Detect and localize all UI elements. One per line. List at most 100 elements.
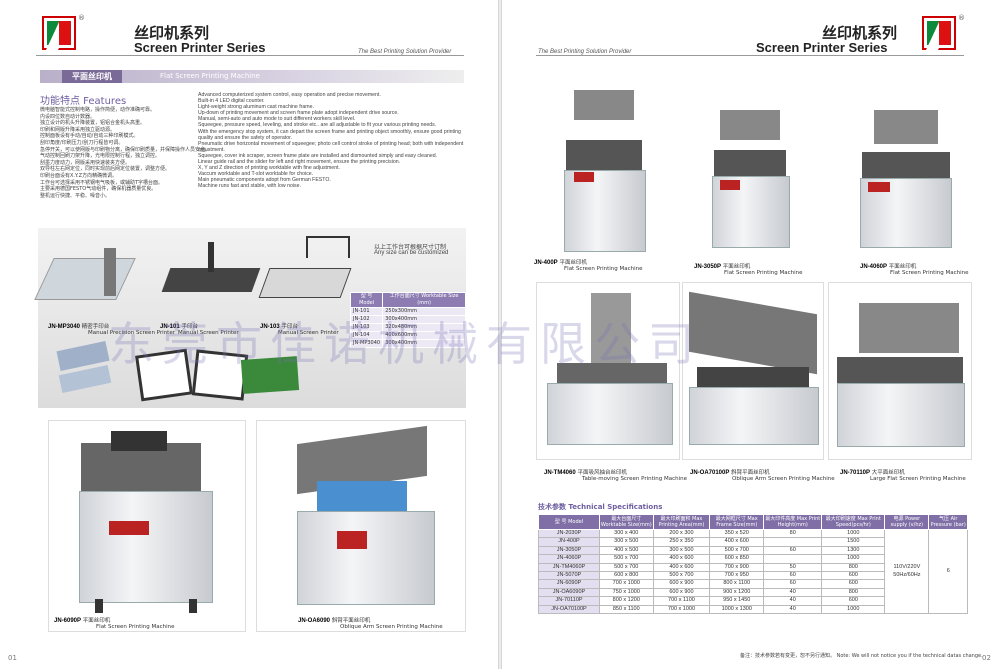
machine-photo-4060p [850,100,962,250]
feature-en-item: With the emergency stop system, it can d… [198,128,461,141]
section-bar: 平面丝印机 Flat Screen Printing Machine [40,70,464,83]
brand-title-en-right: Screen Printer Series [756,40,888,55]
header-rule-left [36,55,464,56]
machine-photo-70110p [828,282,972,460]
feature-cn-item: 印刷台面设有X.Y.Z方向精确微调。 [40,172,118,179]
feature-en-item: Squeegee, cover ink scraper, screen fram… [198,152,438,159]
registered-mark-left: ® [78,14,85,22]
spec-header: 最大印件高度 Max Print Height(mm) [763,514,823,530]
feature-en-item: Advanced computerized system control, ea… [198,92,381,98]
machine-photo-3050p [700,100,800,250]
feature-en-item: Light-weight strong aluminum cast machin… [198,104,314,111]
spec-header: 型 号 Model [538,514,600,530]
feature-en-item: Linear guide rail and the slider for lef… [198,159,401,166]
header-rule-right [536,55,964,56]
spec-header: 最大网框尺寸 Max Frame Size(mm) [709,514,765,530]
feature-cn-item: 主要采用德国FESTO气动组件，确保机器质量优良。 [40,186,157,193]
custom-size-note-cn: 以上工作台可根据尺寸订制 [374,244,447,251]
manual-printer-arm [208,242,214,272]
custom-size-note-en: Any size can be customized [374,250,449,256]
features-title: 功能特点 Features [40,96,127,107]
company-watermark: 东莞市佳诺机械有限公司 [108,317,702,371]
feature-en-item: Pneumatic drive horizontal movement of s… [198,140,464,153]
registered-mark-right: ® [958,14,965,22]
feature-en-item: Vaccum worktable and T-slot worktable fo… [198,171,314,178]
spec-header: 电源 Power supply (v/hz) [884,514,930,530]
brand-title-cn-right: 丝印机系列 [822,24,898,42]
feature-cn-item: 工作台可选择采用不锈钢电气吸板，或辅助T字槽台面。 [40,179,164,186]
manual-printer-image [34,258,136,300]
features-en-list: Advanced computerized system control, ea… [198,92,468,190]
table-header: 型 号 Model [349,292,384,308]
feature-cn-item: 整机运行快捷、平稳、噪音小。 [40,192,111,199]
company-logo-right [922,16,956,50]
section-label-en: Flat Screen Printing Machine [160,72,260,80]
feature-cn-item: 印刷和网版升降采用独立驱动源。 [40,126,116,133]
page-number-right: 02 [982,654,991,662]
manual-printer-image [258,268,352,298]
section-label-cn: 平面丝印机 [62,70,122,83]
brand-title-cn-left: 丝印机系列 [134,24,210,42]
manual-printer-arm [104,248,116,296]
spec-header: 最大印刷速度 Max Print Speed(pcs/hr) [821,514,886,530]
machine-photo-400p [544,80,662,252]
company-logo-left [42,16,76,50]
feature-en-item: Main pneumatic components adopt from Ger… [198,177,331,184]
feature-cn-item: 内设四位数自动计数器。 [40,113,96,120]
feature-en-item: Manual, semi-auto and auto mode to suit … [198,116,356,123]
manual-printers-panel: 以上工作台可根据尺寸订制 Any size can be customized … [34,228,466,408]
feature-en-item: Built-in 4 LED digital counter. [198,98,265,105]
specs-title: 技术参数 Technical Specifications [538,503,663,511]
machine-photo-oa70100p [682,282,824,460]
brand-title-en-left: Screen Printer Series [134,40,266,55]
tagline-right: The Best Printing Solution Provider [538,49,632,55]
manual-printer-arm [306,236,350,258]
spec-header: 最大印刷面积 Max Printing Area(mm) [652,514,711,530]
power-supply-cell: 110V/220V 50Hz/60Hz [884,528,930,615]
machine-photo-6090p [48,420,246,632]
feature-cn-item: 刮印角度/印刷压力/刮刀行程皆可调。 [40,139,124,146]
air-pressure-cell: 6 [928,528,968,615]
feature-en-item: X, Y and Z direction of printing worktab… [198,165,340,172]
machine-photo-oa6090 [256,420,466,632]
feature-cn-item: 双导柱左右网定位，同时实现前后网定位装置，调整方便。 [40,166,171,173]
feature-cn-item: 微电脑智能式控制电路，操作简便，动作准确可靠。 [40,107,156,113]
page-gutter [498,0,502,669]
page-number-left: 01 [8,654,17,662]
feature-en-item: Machine runs fast and stable, with low n… [198,183,301,190]
feature-cn-item: 独立设计的机头升降装置，铝铝合金机头高重。 [40,120,146,127]
machine-photo-tm4060 [536,282,680,460]
feature-cn-item: 控制面板设有手动/自动/自动三种印刷模式。 [40,133,139,140]
feature-en-item: Squeegee, pressure speed, leveling, and … [198,122,437,129]
spec-header: 最大台面尺寸 Worktable Size(mm) [599,514,654,530]
feature-cn-item: 刮墨力度动力，网版采用快速装夹方便。 [40,159,131,166]
specs-header-row: 型 号 Model 最大台面尺寸 Worktable Size(mm) 最大印刷… [538,514,968,530]
specs-table: 型 号 Model 最大台面尺寸 Worktable Size(mm) 最大印刷… [538,514,968,615]
table-header: 工作台面尺寸 Worktable Size (mm) [382,292,466,308]
feature-cn-item: 急停开关，可以使网版与印刷物分离，确保印刷质量，并保障操作人员安全。 [40,146,211,153]
feature-en-item: Up-down of printing movement and screen … [198,110,399,117]
